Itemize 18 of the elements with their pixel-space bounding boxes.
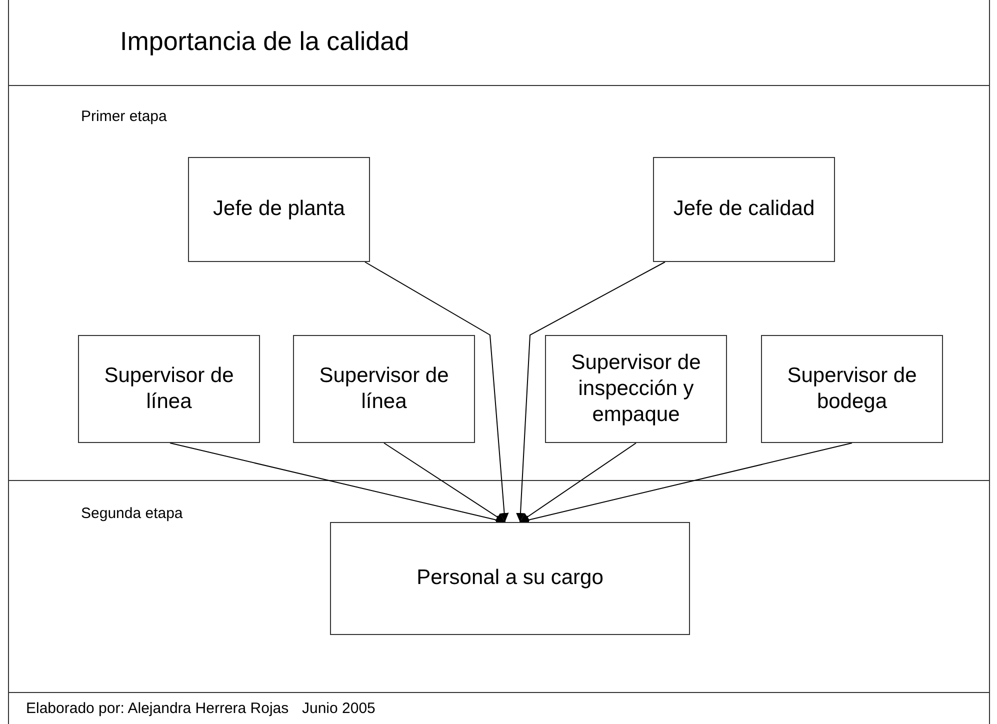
diagram-title: Importancia de la calidad [120,26,410,57]
connector-arrow [520,442,636,522]
role-box: Supervisor de inspección y empaque [545,335,727,443]
role-box: Supervisor de bodega [761,335,943,443]
stage-label: Primer etapa [81,108,167,125]
role-box: Supervisor de línea [293,335,475,443]
stage-label: Segunda etapa [81,505,183,522]
connector-arrow [170,442,506,524]
role-box: Jefe de calidad [653,157,835,262]
role-box: Personal a su cargo [330,522,690,635]
connector-arrow [516,262,666,522]
connector-arrow [364,262,509,522]
footer-note: Elaborado por: Alejandra Herrera Rojas [26,700,289,717]
role-box: Jefe de planta [188,157,370,262]
connector-arrow [520,442,852,524]
footer-note: Junio 2005 [302,700,376,717]
role-box: Supervisor de línea [78,335,260,443]
connector-arrow [384,442,506,522]
